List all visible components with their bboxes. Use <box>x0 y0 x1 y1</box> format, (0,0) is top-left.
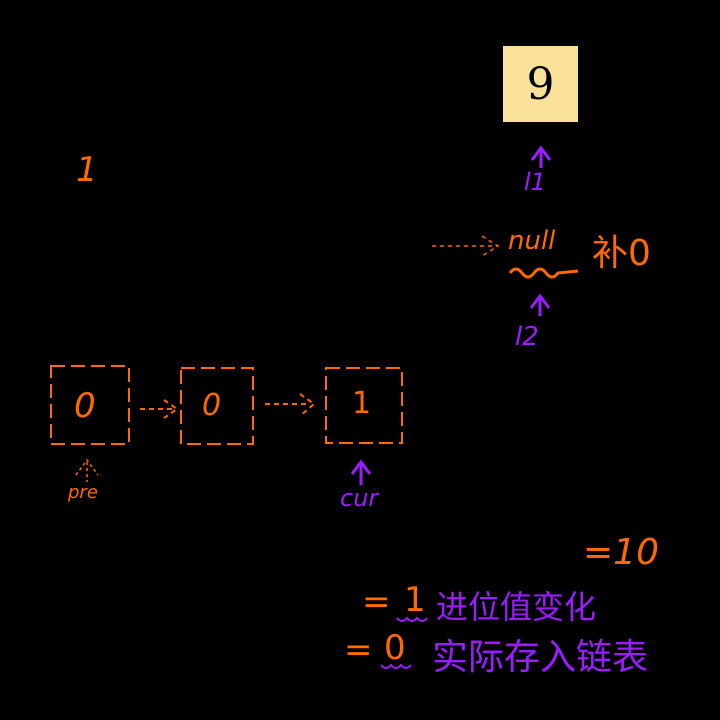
node-box-1 <box>50 365 130 445</box>
carry-digit: 1 <box>76 150 98 190</box>
cur-label: cur <box>340 484 379 512</box>
node-value-1: 0 <box>74 386 96 426</box>
node-value-3: 1 <box>352 386 372 421</box>
note-digit: 9 <box>526 58 555 110</box>
sticky-note: 9 <box>503 46 578 122</box>
pad-zero-note: 补0 <box>592 233 651 274</box>
sum-equation: =10 <box>583 532 659 573</box>
store-value: 0 <box>384 628 406 668</box>
l1-label: l1 <box>524 168 546 196</box>
node-value-2: 0 <box>202 388 222 423</box>
null-text: null <box>508 226 556 256</box>
store-equals: = <box>344 630 373 670</box>
node-box-2 <box>180 367 254 445</box>
node-box-3 <box>325 367 403 444</box>
store-note: 实际存入链表 <box>432 637 649 678</box>
carry-value: 1 <box>404 580 426 620</box>
carry-equals: = <box>362 582 391 622</box>
l2-label: l2 <box>515 322 539 352</box>
pre-label: pre <box>68 482 98 503</box>
carry-note: 进位值变化 <box>436 588 597 626</box>
